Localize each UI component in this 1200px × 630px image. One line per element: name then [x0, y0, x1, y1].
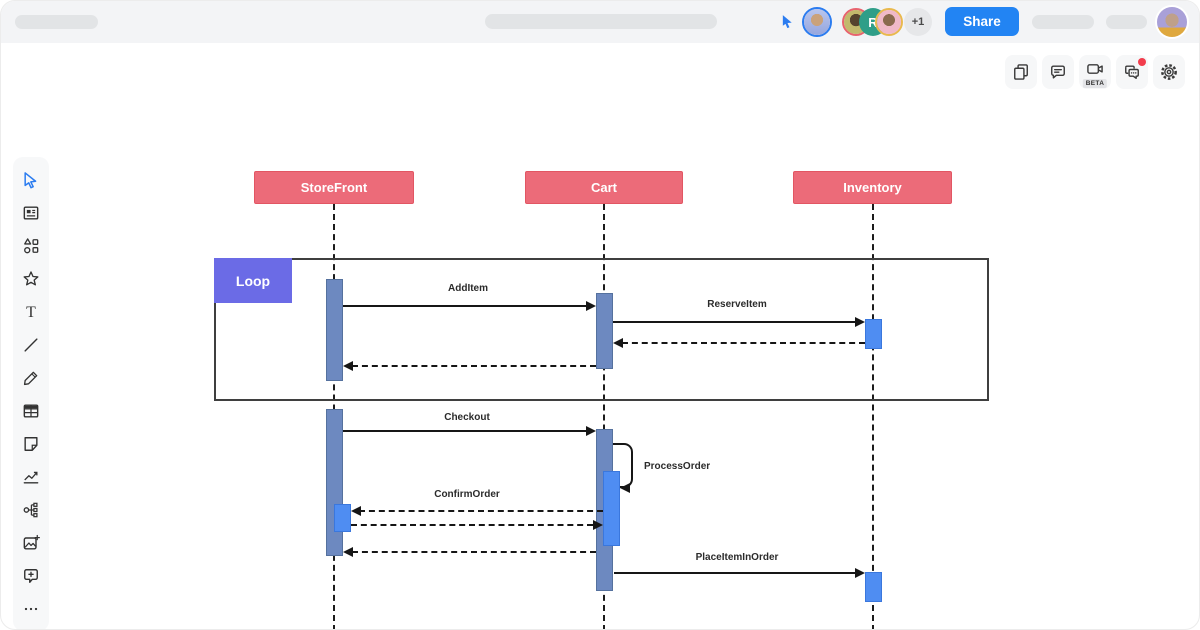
line-icon — [24, 337, 38, 352]
activation-storefront-loop[interactable] — [326, 279, 343, 381]
activation-storefront-main[interactable] — [326, 409, 343, 556]
placeholder-pill-left — [15, 15, 98, 29]
tool-script[interactable] — [13, 196, 49, 229]
avatar-initial: R — [868, 14, 878, 30]
actor-storefront[interactable]: StoreFront — [254, 171, 414, 204]
actor-cart[interactable]: Cart — [525, 171, 683, 204]
tool-text[interactable]: T — [13, 295, 49, 328]
tool-org-chart[interactable] — [13, 493, 49, 526]
message-return-inventory-arrowhead — [613, 338, 623, 348]
tool-select[interactable] — [13, 163, 49, 196]
activation-cart-loop[interactable] — [596, 293, 613, 369]
gear-icon — [1161, 64, 1177, 80]
tool-pencil[interactable] — [13, 361, 49, 394]
sticky-note-icon — [24, 436, 38, 451]
message-reserveitem-arrowhead — [855, 317, 865, 327]
message-confirmorder-label[interactable]: ConfirmOrder — [434, 489, 500, 500]
beta-badge: BETA — [1082, 79, 1108, 88]
tool-comment-add[interactable] — [13, 559, 49, 592]
message-additem-arrowhead — [586, 301, 596, 311]
message-checkout-arrowhead — [586, 426, 596, 436]
message-return-cart-loop-line[interactable] — [352, 365, 596, 367]
tool-sticky-note[interactable] — [13, 427, 49, 460]
tools-sidebar: T — [13, 157, 49, 629]
message-reserveitem-line[interactable] — [613, 321, 856, 323]
svg-text:T: T — [26, 304, 36, 321]
chat-button[interactable] — [1116, 55, 1148, 89]
placeholder-pill-right-2 — [1106, 15, 1147, 29]
pages-icon — [1014, 64, 1028, 80]
lifeline-inventory[interactable] — [872, 204, 874, 629]
placeholder-pill-right-1 — [1032, 15, 1094, 29]
tool-table[interactable] — [13, 394, 49, 427]
message-confirmorder-line[interactable] — [359, 510, 603, 512]
message-additem-line[interactable] — [343, 305, 587, 307]
message-placeiteminorder-line[interactable] — [614, 572, 855, 574]
comment-button[interactable] — [1042, 55, 1074, 89]
table-icon — [23, 403, 39, 418]
lifeline-cart[interactable] — [603, 204, 605, 629]
comment-add-icon — [24, 568, 38, 583]
tool-star[interactable] — [13, 262, 49, 295]
placeholder-pill-center — [485, 14, 717, 29]
collaborators-overflow-badge[interactable]: +1 — [904, 8, 932, 36]
avatar-collaborator-1[interactable] — [802, 7, 832, 37]
message-return-cart-main-arrowhead — [343, 547, 353, 557]
loop-fragment-label[interactable]: Loop — [214, 258, 292, 303]
message-return-cart-main-line[interactable] — [352, 551, 596, 553]
org-chart-icon — [23, 502, 38, 517]
message-placeiteminorder-arrowhead — [855, 568, 865, 578]
activation-inventory-bottom[interactable] — [865, 572, 882, 602]
tool-chart[interactable] — [13, 460, 49, 493]
notification-dot — [1138, 58, 1146, 66]
tool-line[interactable] — [13, 328, 49, 361]
image-add-icon — [23, 534, 40, 550]
message-return-cart-loop-arrowhead — [343, 361, 353, 371]
message-placeiteminorder-label[interactable]: PlaceItemInOrder — [695, 552, 779, 563]
text-icon: T — [26, 304, 36, 321]
message-return-inventory-line[interactable] — [622, 342, 865, 344]
collab-cursor-icon — [782, 15, 792, 29]
avatar-collaborator-3[interactable] — [875, 8, 903, 36]
message-reply-storefront-line[interactable] — [351, 524, 593, 526]
more-icon — [24, 607, 38, 610]
tool-shapes[interactable] — [13, 229, 49, 262]
video-icon — [1087, 64, 1103, 74]
star-icon — [23, 270, 39, 285]
share-button[interactable]: Share — [945, 7, 1019, 36]
script-icon — [23, 205, 39, 220]
pages-button[interactable] — [1005, 55, 1037, 89]
top-bar: R +1 Share — [1, 1, 1199, 43]
actor-inventory[interactable]: Inventory — [793, 171, 952, 204]
activation-inventory-loop[interactable] — [865, 319, 882, 349]
tool-image-add[interactable] — [13, 526, 49, 559]
shapes-icon — [24, 237, 39, 253]
message-additem-label[interactable]: AddItem — [448, 283, 488, 294]
message-checkout-line[interactable] — [343, 430, 587, 432]
activation-storefront-nested[interactable] — [334, 504, 351, 532]
select-cursor-icon — [24, 171, 37, 188]
comment-icon — [1051, 65, 1065, 79]
activation-cart-nested[interactable] — [603, 471, 620, 546]
chat-icon — [1125, 65, 1139, 79]
message-checkout-label[interactable]: Checkout — [444, 412, 490, 423]
message-processorder-label[interactable]: ProcessOrder — [644, 461, 711, 472]
pencil-icon — [23, 371, 38, 385]
video-call-button[interactable]: BETA — [1079, 55, 1111, 89]
tool-more[interactable] — [13, 592, 49, 625]
message-confirmorder-arrowhead — [351, 506, 361, 516]
message-reply-storefront-arrowhead — [593, 520, 603, 530]
message-reserveitem-label[interactable]: ReserveItem — [707, 299, 767, 310]
chart-icon — [23, 471, 39, 483]
avatar-account[interactable] — [1155, 5, 1189, 39]
settings-button[interactable] — [1153, 55, 1185, 89]
action-toolbar: BETA — [1005, 55, 1185, 89]
message-processorder-arrowhead — [620, 483, 630, 493]
loop-fragment-frame[interactable] — [214, 258, 989, 401]
